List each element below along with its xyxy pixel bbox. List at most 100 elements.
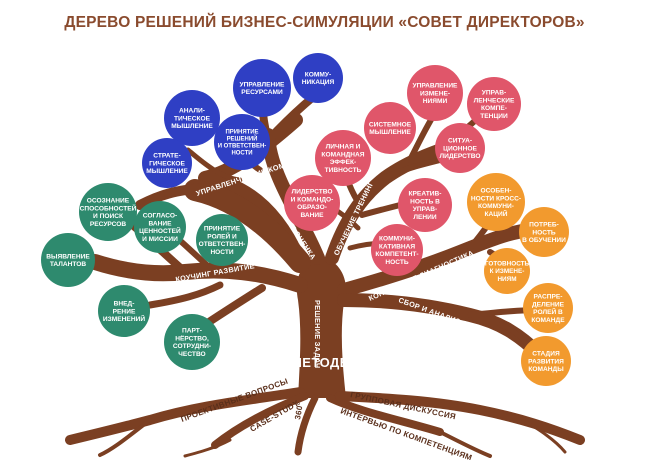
- node-circle: [142, 138, 192, 188]
- node-label-line: ДЕЛЕНИЕ: [532, 301, 565, 308]
- node-label-line: ЛИДЕРСТВО: [291, 189, 332, 196]
- node-label-line: РЕСУРСАМИ: [241, 89, 283, 96]
- node-label-line: КОМАНДЫ: [528, 366, 564, 373]
- node-label-line: ПАРТ-: [182, 328, 202, 335]
- node-label-line: РЕСУРСОВ: [90, 221, 127, 228]
- node-label-line: КОМАНДЕ: [531, 317, 565, 324]
- node-circle: [134, 201, 186, 253]
- node-label-line: ТАЛАНТОВ: [50, 261, 87, 268]
- node-label-line: РЕШЕНИЙ: [227, 135, 258, 143]
- node-label-line: МЫШЛЕНИЕ: [369, 129, 411, 136]
- node-circle: [315, 130, 371, 186]
- node-circle: [484, 248, 530, 294]
- node-label: КОММУ-НИКАЦИЯ: [302, 71, 335, 86]
- node-label-line: КАТИВНАЯ: [379, 243, 416, 250]
- node-label-line: СИТУА-: [448, 138, 472, 145]
- node-label-line: МЫШЛЕНИЕ: [171, 123, 213, 130]
- node-label-line: И МИССИИ: [142, 236, 178, 243]
- node-circle: [164, 314, 220, 370]
- node-circle: [523, 283, 573, 333]
- node-label-line: СТАДИЯ: [532, 351, 560, 358]
- node-label-line: СИСТЕМНОЕ: [369, 121, 412, 128]
- node-label-line: ОСОЗНАНИЕ: [87, 198, 130, 205]
- node-label-line: СТРАТЕ-: [153, 153, 181, 160]
- node-label-line: МЫШЛЕНИЕ: [146, 168, 188, 175]
- node-label-line: ЦЕННОСТЕЙ: [139, 226, 181, 235]
- node-label-line: РАЗВИТИЯ: [528, 358, 564, 365]
- node-label-line: СОТРУДНИ-: [173, 343, 211, 350]
- node-label-line: ЦИОННОЕ: [443, 145, 477, 152]
- node-circle: [398, 178, 452, 232]
- node-label-line: ЧЕСТВО: [178, 351, 205, 358]
- node-circle: [41, 233, 95, 287]
- node-label-line: И ПОИСК: [93, 213, 124, 220]
- node-label-line: УПРАВЛЕНИЕ: [413, 83, 459, 90]
- node-circle: [467, 77, 521, 131]
- node-label-line: ПРИНЯТИЕ: [225, 130, 258, 136]
- node-label-line: СПОСОБНОСТЕЙ: [80, 203, 137, 212]
- node-label-line: УПРАВ-: [482, 90, 506, 97]
- node-label-line: НОСТЬ: [532, 229, 556, 236]
- node-circle: [371, 224, 423, 276]
- node-label-line: КОМАНДНАЯ: [321, 151, 364, 158]
- page-title: ДЕРЕВО РЕШЕНИЙ БИЗНЕС-СИМУЛЯЦИИ «СОВЕТ Д…: [64, 14, 585, 31]
- trunk-center-label: РЕШЕНИЕ ЗАДАЧ: [313, 300, 322, 368]
- node-label-line: НОСТЬ: [385, 259, 409, 266]
- node-label-line: КОМПЕТЕНТ-: [375, 251, 418, 258]
- node-label-line: ИЗМЕНЕ-: [420, 90, 450, 97]
- node-label: ПАРТ-НЁРСТВО,СОТРУДНИ-ЧЕСТВО: [173, 328, 211, 358]
- node-label-line: ЭФФЕК-: [330, 159, 356, 166]
- node-label-line: РОЛЕЙ В: [533, 307, 563, 316]
- node-label-line: СОГЛАСО-: [143, 213, 177, 220]
- node-circle: [435, 123, 485, 173]
- node-circle: [196, 214, 248, 266]
- node-circle: [214, 114, 270, 170]
- node-circle: [233, 59, 291, 117]
- node-label-line: ГИЧЕСКОЕ: [149, 160, 185, 167]
- node-circle: [519, 207, 569, 257]
- node-label-line: В ОБУЧЕНИИ: [522, 237, 566, 244]
- node-circle: [293, 53, 343, 103]
- node-label-line: НИЯМИ: [423, 98, 448, 105]
- node-label-line: ГОТОВНОСТЬ: [485, 261, 530, 268]
- node-label-line: КАЦИЙ: [484, 209, 507, 218]
- node-label-line: УПРАВЛЕНИЕ: [240, 81, 286, 88]
- node-label-line: ВНЕД-: [114, 301, 135, 308]
- node-circle: [98, 285, 150, 337]
- node-label-line: НИКАЦИЯ: [302, 79, 335, 86]
- node-label-line: НЁРСТВО,: [175, 334, 209, 342]
- node-communication: КОММУ-НИКАЦИЯ: [293, 53, 343, 103]
- node-label-line: ПОТРЕБ-: [529, 222, 559, 229]
- node-label-line: ИЗМЕНЕНИЙ: [103, 314, 145, 323]
- branch-consulting: [337, 223, 537, 297]
- node-label-line: КОММУНИ-: [379, 236, 415, 243]
- trunk-main-label: МЕТОДЫ: [291, 355, 353, 370]
- node-circle: [467, 173, 525, 231]
